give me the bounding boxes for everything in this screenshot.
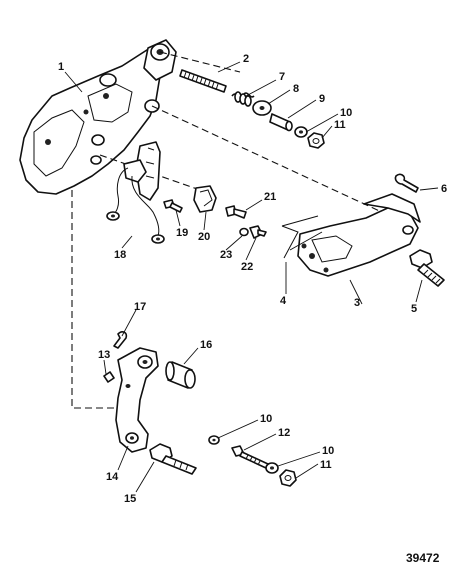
callout-4: 4 — [280, 295, 287, 307]
callout-3: 3 — [354, 297, 360, 309]
callout-9: 9 — [319, 93, 325, 105]
part-7-spring — [231, 91, 255, 107]
callout-14: 14 — [106, 471, 119, 483]
callout-11-lower: 11 — [320, 459, 332, 471]
leader-lines — [64, 61, 439, 493]
part-19-screw — [163, 199, 183, 213]
callout-10-middle: 10 — [260, 413, 272, 425]
callout-15: 15 — [124, 493, 136, 505]
part-18-switch-assembly — [106, 141, 165, 244]
callout-22: 22 — [241, 261, 253, 273]
part-10-washer-lower — [265, 462, 279, 474]
part-2-stud — [179, 69, 227, 93]
callout-10-lower: 10 — [322, 445, 334, 457]
part-21-screw — [225, 205, 247, 219]
part-10-washer-middle — [208, 435, 220, 445]
part-8-washer — [252, 100, 272, 116]
callout-11-upper: 11 — [334, 119, 346, 131]
part-11-nut-upper — [307, 132, 325, 149]
callout-2: 2 — [243, 53, 249, 65]
part-20-clip — [193, 185, 217, 213]
callout-1: 1 — [58, 61, 64, 73]
callout-10-upper: 10 — [340, 107, 352, 119]
callout-16: 16 — [200, 339, 212, 351]
alignment-lines — [71, 51, 413, 409]
part-17-cotter-pin — [113, 331, 128, 349]
part-15-bolt — [149, 443, 197, 475]
part-1-mounting-bracket — [19, 39, 177, 195]
part-6-cotter-pin — [394, 173, 419, 193]
callout-23: 23 — [220, 249, 232, 261]
part-22-screw — [249, 225, 267, 239]
callout-12: 12 — [278, 427, 290, 439]
callout-19: 19 — [176, 227, 188, 239]
callout-8: 8 — [293, 83, 299, 95]
part-23-lockwasher — [239, 227, 249, 237]
callout-5: 5 — [411, 303, 417, 315]
callout-17: 17 — [134, 301, 146, 313]
figure-number: 39472 — [406, 551, 440, 565]
part-9-pin — [269, 113, 293, 132]
part-11-nut-lower — [279, 469, 297, 487]
callout-labels: 1 2 3 4 5 6 7 8 9 10 11 21 19 20 23 22 1… — [58, 53, 447, 505]
part-12-stud — [231, 445, 269, 469]
callout-13: 13 — [98, 349, 110, 361]
part-4-spring — [281, 215, 323, 259]
part-10-washer-upper — [294, 126, 308, 138]
callout-6: 6 — [441, 183, 447, 195]
part-16-pin — [165, 361, 196, 389]
callout-21: 21 — [264, 191, 276, 203]
callout-7: 7 — [279, 71, 285, 83]
part-13-clip — [103, 371, 115, 383]
part-3-latch-bracket — [297, 193, 421, 277]
callout-20: 20 — [198, 231, 210, 243]
part-14-lever-arm — [115, 347, 159, 453]
callout-18: 18 — [114, 249, 126, 261]
part-5-shoulder-bolt — [409, 249, 445, 287]
